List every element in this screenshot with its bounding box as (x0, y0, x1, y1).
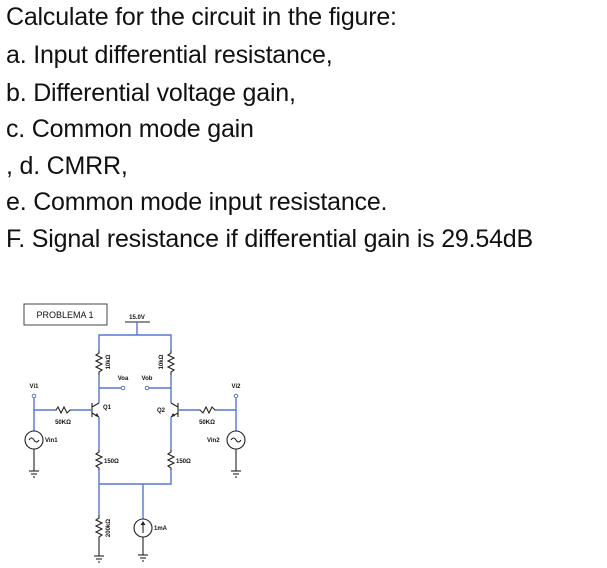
vi2-label: Vi2 (232, 384, 242, 390)
top-rail-wire (98, 334, 172, 350)
voa-label: Voa (118, 376, 129, 382)
rc1-resistor (94, 350, 104, 375)
rbias-label: 200kΩ (106, 519, 112, 537)
question-line-2: b. Differential voltage gain, (6, 79, 296, 107)
rc2-label: 10kΩ (159, 354, 165, 369)
voa-terminal (120, 385, 126, 391)
vin1-sine-icon (28, 437, 40, 443)
rc2-resistor (166, 350, 176, 375)
supply-label: 15.0V (129, 315, 145, 321)
ground-icon-bias (94, 555, 104, 563)
title-label: PROBLEMA 1 (36, 310, 93, 320)
re1-label: 150Ω (104, 459, 119, 465)
vi2-wire (217, 398, 237, 411)
q2-transistor (170, 402, 179, 418)
re2-resistor (166, 450, 176, 470)
rbias-resistor (94, 515, 104, 540)
q1-transistor (91, 402, 100, 418)
vi1-label: Vi1 (30, 384, 40, 390)
question-line-1: a. Input differential resistance, (6, 41, 333, 69)
question-line-6: F. Signal resistance if differential gai… (6, 225, 533, 253)
circuit-schematic: .w { stroke:#5577d6; stroke-width:1.4; f… (23, 303, 246, 563)
current-arrow-head-icon (140, 521, 146, 525)
vi2-terminal (233, 393, 239, 399)
rs1-label: 50KΩ (55, 420, 71, 426)
rs1-resistor (54, 405, 72, 415)
rc1-label: 10kΩ (106, 354, 112, 369)
vin2-sine-icon (230, 437, 242, 443)
emitter-tail-wire (98, 470, 172, 485)
vi1-wire (33, 398, 54, 411)
vi1-terminal (31, 393, 37, 399)
vin2-label: Vin2 (207, 438, 220, 444)
question-line-4: , d. CMRR, (6, 152, 128, 180)
vin1-label: Vin1 (45, 438, 58, 444)
ground-icon-right (231, 470, 241, 478)
q2-label: Q2 (157, 408, 166, 414)
vob-terminal (144, 385, 150, 391)
rs2-resistor (198, 405, 217, 415)
re2-label: 150Ω (176, 459, 191, 465)
q1-label: Q1 (103, 405, 112, 411)
vob-label: Vob (142, 376, 153, 382)
rs2-label: 50KΩ (199, 420, 215, 426)
title-box (23, 303, 108, 326)
question-line-5: e. Common mode input resistance. (6, 188, 388, 216)
question-line-3: c. Common mode gain (6, 115, 254, 143)
isrc-label: 1mA (154, 526, 168, 532)
ground-icon-left (29, 470, 39, 478)
question-line-0: Calculate for the circuit in the figure: (6, 3, 397, 31)
re1-resistor (94, 450, 104, 470)
ground-icon-source (138, 554, 148, 562)
